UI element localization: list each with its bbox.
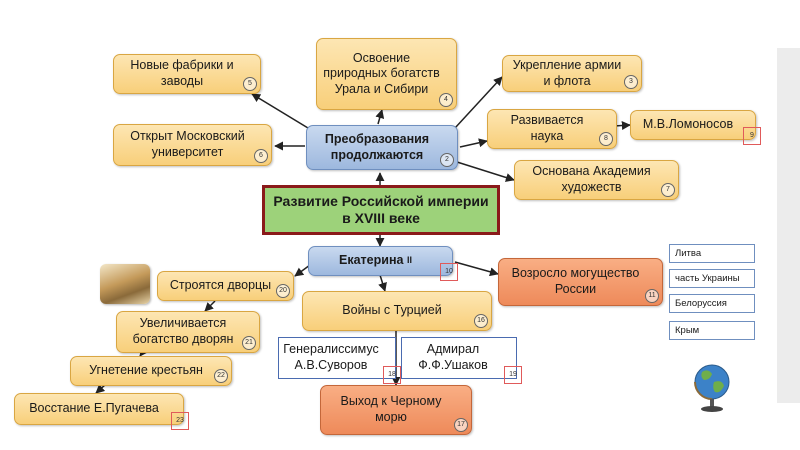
node-dvoryane: Увеличивается богатство дворян 21	[116, 311, 260, 353]
node-nauka-number: 8	[599, 132, 613, 146]
node-lomonosov: М.В.Ломоносов 9	[630, 110, 761, 145]
node-universitet-number: 6	[254, 149, 268, 163]
node-akademiya-label: Основана Академия художеств	[532, 164, 651, 194]
node-lomonosov-label: М.В.Ломоносов	[642, 117, 734, 132]
territory-belorussiya-label: Белоруссия	[675, 297, 727, 309]
node-pugachev-label: Восстание Е.Пугачева	[29, 401, 159, 416]
node-mogushchestvo-label: Возросло могущество России	[511, 266, 640, 296]
node-more-number: 17	[454, 418, 468, 432]
arrow-to-akademiya	[456, 161, 515, 182]
node-osvoenie: Освоение природных богатств Урала и Сиби…	[316, 38, 457, 110]
node-center-title: Развитие Российской империи в XVIII веке	[262, 185, 500, 235]
node-suvorov-number: 18	[383, 366, 401, 384]
node-ugnetenie-number: 22	[214, 369, 228, 383]
node-lomonosov-number: 9	[743, 127, 761, 145]
node-center-label: Развитие Российской империи в XVIII веке	[273, 192, 489, 227]
node-voyny-label: Войны с Турцией	[342, 303, 442, 318]
node-fabriki: Новые фабрики и заводы 5	[113, 54, 261, 94]
node-ukreplenie-label: Укрепление армии и флота	[512, 57, 622, 88]
node-mogushchestvo-number: 11	[645, 289, 659, 303]
side-panel	[777, 48, 800, 403]
node-osvoenie-label: Освоение природных богатств Урала и Сиби…	[323, 50, 440, 96]
arrow-to-nauka	[459, 138, 488, 148]
node-mogushchestvo: Возросло могущество России 11	[498, 258, 663, 306]
node-ekaterina-number: 10	[440, 263, 458, 281]
node-ugnetenie: Угнетение крестьян 22	[70, 356, 232, 386]
territory-litva: Литва	[669, 244, 755, 263]
node-dvortsy: Строятся дворцы 20	[157, 271, 294, 301]
territory-litva-label: Литва	[675, 247, 702, 259]
arrow-to-voyny	[378, 274, 387, 292]
node-ekaterina-label: Екатерина	[339, 253, 404, 268]
node-akademiya-number: 7	[661, 183, 675, 197]
territory-ukraina: часть Украины	[669, 269, 755, 288]
node-ukreplenie: Укрепление армии и флота 3	[502, 55, 642, 92]
node-preobrazovaniya-number: 2	[440, 153, 454, 167]
globe-icon	[694, 364, 730, 412]
node-nauka-label: Развивается наука	[510, 113, 584, 143]
node-universitet: Открыт Московский университет 6	[113, 124, 272, 166]
node-nauka: Развивается наука 8	[487, 109, 617, 149]
territory-ukraina-label: часть Украины	[675, 272, 740, 284]
node-preobrazovaniya-label: Преобразования продолжаются	[324, 131, 430, 162]
node-voyny-number: 16	[474, 314, 488, 328]
node-ushakov-number: 19	[504, 366, 522, 384]
arrow-to-pugachev	[95, 384, 106, 394]
arrow-to-osvoenie	[375, 109, 385, 125]
node-preobrazovaniya: Преобразования продолжаются 2	[306, 125, 458, 170]
node-ekaterina-suffix: II	[406, 255, 412, 266]
arrow-to-ukreplenie	[454, 76, 503, 129]
node-dvoryane-label: Увеличивается богатство дворян	[132, 316, 234, 346]
node-suvorov-label: Генералиссимус А.В.Суворов	[283, 342, 379, 372]
territory-krym: Крым	[669, 321, 755, 340]
territory-belorussiya: Белоруссия	[669, 294, 755, 313]
node-ugnetenie-label: Угнетение крестьян	[89, 363, 203, 378]
node-fabriki-label: Новые фабрики и заводы	[130, 58, 234, 88]
node-voyny: Войны с Турцией 16	[302, 291, 492, 331]
node-pugachev: Восстание Е.Пугачева 23	[14, 393, 189, 430]
territory-krym-label: Крым	[675, 324, 700, 336]
arrow-to-dvoryane	[204, 300, 216, 312]
node-dvortsy-number: 20	[276, 284, 290, 298]
node-ushakov: Адмирал Ф.Ф.Ушаков 19	[401, 337, 522, 384]
node-dvoryane-number: 21	[242, 336, 256, 350]
node-more-label: Выход к Черному морю	[340, 394, 442, 424]
node-fabriki-number: 5	[243, 77, 257, 91]
node-more: Выход к Черному морю 17	[320, 385, 472, 435]
node-ushakov-label: Адмирал Ф.Ф.Ушаков	[418, 342, 488, 372]
arrow-to-dvortsy	[294, 264, 311, 277]
arrow-to-fabriki	[251, 93, 309, 129]
arrow-to-mogushchestvo	[454, 261, 499, 277]
node-ekaterina: Екатерина II 10	[308, 246, 458, 281]
palace-image	[100, 264, 150, 304]
node-ukreplenie-number: 3	[624, 75, 638, 89]
node-pugachev-number: 23	[171, 412, 189, 430]
node-suvorov: Генералиссимус А.В.Суворов 18	[278, 337, 401, 384]
node-osvoenie-number: 4	[439, 93, 453, 107]
node-universitet-label: Открыт Московский университет	[130, 129, 245, 159]
node-dvortsy-label: Строятся дворцы	[169, 278, 272, 293]
node-akademiya: Основана Академия художеств 7	[514, 160, 679, 200]
